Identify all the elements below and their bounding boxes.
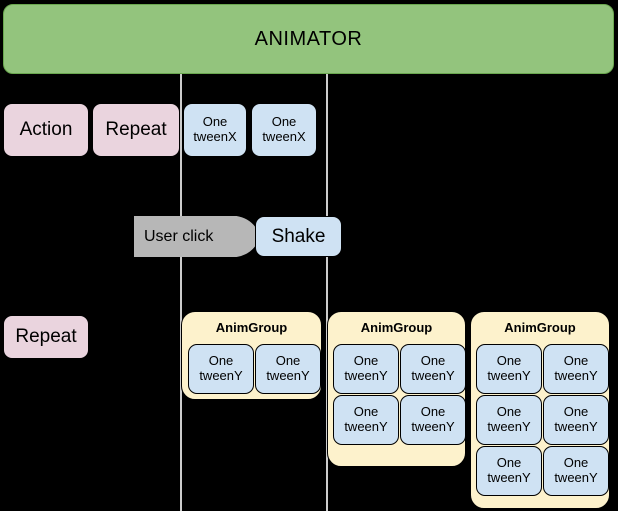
repeat-label: Repeat <box>105 119 167 141</box>
repeat-bottom-label: Repeat <box>15 326 77 348</box>
tween-y-cell[interactable]: One tweenY <box>476 395 542 445</box>
user-click-label: User click <box>144 227 214 245</box>
tween-y-line2: tweenY <box>487 419 531 434</box>
animator-header: ANIMATOR <box>3 4 614 74</box>
column-divider-2 <box>326 74 328 511</box>
tween-y-line1: One <box>275 353 301 369</box>
tween-x-node-2-line1: One <box>271 114 297 130</box>
tween-y-line1: One <box>208 353 234 369</box>
tween-y-line2: tweenY <box>411 419 455 434</box>
tween-y-line2: tweenY <box>344 419 388 434</box>
tween-y-cell[interactable]: One tweenY <box>188 344 254 394</box>
shake-label: Shake <box>271 225 326 247</box>
anim-group-3[interactable]: AnimGroup One tweenY One tweenY One twee… <box>470 311 610 509</box>
tween-y-line1: One <box>353 353 379 369</box>
tween-y-line1: One <box>420 404 446 420</box>
tween-y-line1: One <box>496 404 522 420</box>
anim-group-1[interactable]: AnimGroup One tweenY One tweenY <box>181 311 322 400</box>
tween-x-node-1-line2: tweenX <box>193 129 237 144</box>
tween-y-line2: tweenY <box>411 368 455 383</box>
tween-y-line1: One <box>563 404 589 420</box>
tween-y-line2: tweenY <box>554 470 598 485</box>
tween-y-cell[interactable]: One tweenY <box>255 344 321 394</box>
tween-y-cell[interactable]: One tweenY <box>400 395 466 445</box>
tween-y-line2: tweenY <box>199 368 243 383</box>
tween-y-line1: One <box>496 353 522 369</box>
action-label: Action <box>19 119 73 141</box>
anim-group-2-title: AnimGroup <box>360 320 433 335</box>
tween-y-cell[interactable]: One tweenY <box>476 446 542 496</box>
tween-y-line2: tweenY <box>266 368 310 383</box>
tween-x-node-2-line2: tweenX <box>262 129 306 144</box>
tween-y-cell[interactable]: One tweenY <box>400 344 466 394</box>
tween-y-cell[interactable]: One tweenY <box>543 344 609 394</box>
anim-group-2[interactable]: AnimGroup One tweenY One tweenY One twee… <box>327 311 466 467</box>
tween-y-line1: One <box>563 455 589 471</box>
anim-group-1-title: AnimGroup <box>215 320 288 335</box>
tween-y-line2: tweenY <box>487 368 531 383</box>
tween-x-node-1-line1: One <box>202 114 228 130</box>
tween-y-cell[interactable]: One tweenY <box>333 344 399 394</box>
tween-y-cell[interactable]: One tweenY <box>333 395 399 445</box>
tween-y-cell[interactable]: One tweenY <box>543 446 609 496</box>
tween-x-node-2[interactable]: One tweenX <box>251 103 317 157</box>
anim-group-3-title: AnimGroup <box>504 320 576 335</box>
user-click-arrow[interactable]: User click <box>134 216 260 257</box>
animator-title: ANIMATOR <box>254 27 363 50</box>
tween-y-cell[interactable]: One tweenY <box>543 395 609 445</box>
tween-y-line1: One <box>496 455 522 471</box>
repeat-node-top[interactable]: Repeat <box>92 103 180 157</box>
tween-y-line1: One <box>353 404 379 420</box>
tween-y-line2: tweenY <box>487 470 531 485</box>
action-node[interactable]: Action <box>3 103 89 157</box>
repeat-node-bottom[interactable]: Repeat <box>3 315 89 359</box>
column-divider-1 <box>180 74 182 511</box>
tween-y-line2: tweenY <box>554 368 598 383</box>
shake-node[interactable]: Shake <box>255 216 342 257</box>
tween-y-line2: tweenY <box>554 419 598 434</box>
tween-y-line2: tweenY <box>344 368 388 383</box>
tween-x-node-1[interactable]: One tweenX <box>183 103 247 157</box>
tween-y-cell[interactable]: One tweenY <box>476 344 542 394</box>
tween-y-line1: One <box>420 353 446 369</box>
tween-y-line1: One <box>563 353 589 369</box>
